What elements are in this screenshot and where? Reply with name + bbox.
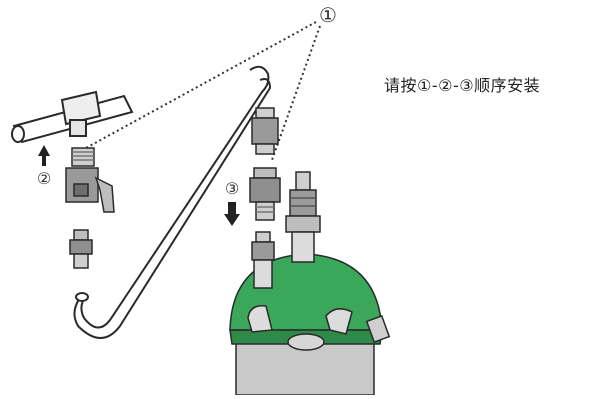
lid-outlet-port — [285, 171, 321, 263]
compression-fitting-top — [251, 107, 279, 155]
ball-valve — [65, 147, 115, 213]
callout-1-marker: ① — [319, 3, 337, 27]
arrow-up-icon — [38, 145, 50, 166]
compression-fitting-middle — [249, 167, 281, 221]
callout-1-label: ① — [319, 3, 337, 27]
callout-2-label: ② — [37, 169, 51, 188]
arrow-down-icon — [224, 202, 240, 226]
small-fitting-left — [69, 229, 93, 269]
callout-1-leader-lines — [85, 21, 321, 161]
install-order-instruction: 请按①-②-③顺序安装 — [384, 76, 541, 95]
hose-tube — [73, 65, 272, 339]
main-pipe — [11, 90, 134, 144]
filter-tank — [229, 253, 391, 396]
lid-inlet-port — [251, 231, 275, 289]
callout-3-label: ③ — [225, 179, 239, 198]
